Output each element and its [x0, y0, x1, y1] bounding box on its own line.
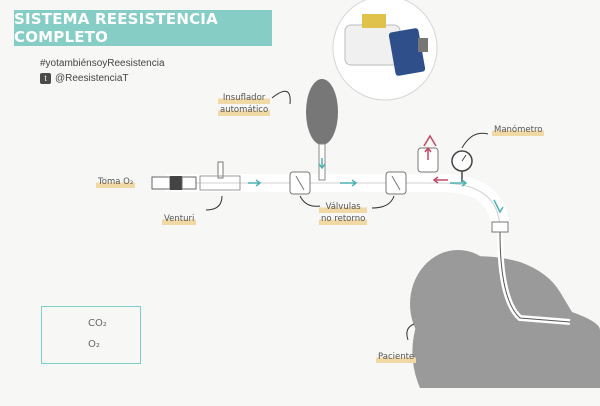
inset-photo [332, 0, 438, 101]
legend-o2: O₂ [88, 339, 100, 350]
label-venturi: Venturi [162, 213, 197, 225]
twitter-icon: t [40, 73, 51, 84]
valve-1 [289, 171, 311, 195]
valve-2 [385, 171, 407, 195]
patient-connector [491, 221, 509, 233]
page-title: SISTEMA REESISTENCIA COMPLETO [14, 10, 272, 46]
co2-flow-arrows [424, 146, 448, 184]
label-toma: Toma O₂ [96, 176, 136, 188]
legend-co2: CO₂ [88, 318, 107, 329]
label-paciente: Paciente [376, 351, 417, 363]
o2-flow-arrows [248, 158, 504, 214]
pointer-arrows [205, 90, 489, 341]
legend-box: CO₂ O₂ [41, 306, 141, 364]
patient-silhouette [410, 250, 600, 388]
twitter-handle: t @ReesistenciaT [40, 73, 129, 84]
label-manometro: Manómetro [492, 124, 545, 136]
o2-connector [151, 176, 197, 190]
venturi [199, 161, 241, 191]
hashtag-text: #yotambiénsoyReesistencia [40, 58, 165, 69]
twitter-handle-text: @ReesistenciaT [55, 73, 129, 84]
tube [165, 174, 571, 325]
